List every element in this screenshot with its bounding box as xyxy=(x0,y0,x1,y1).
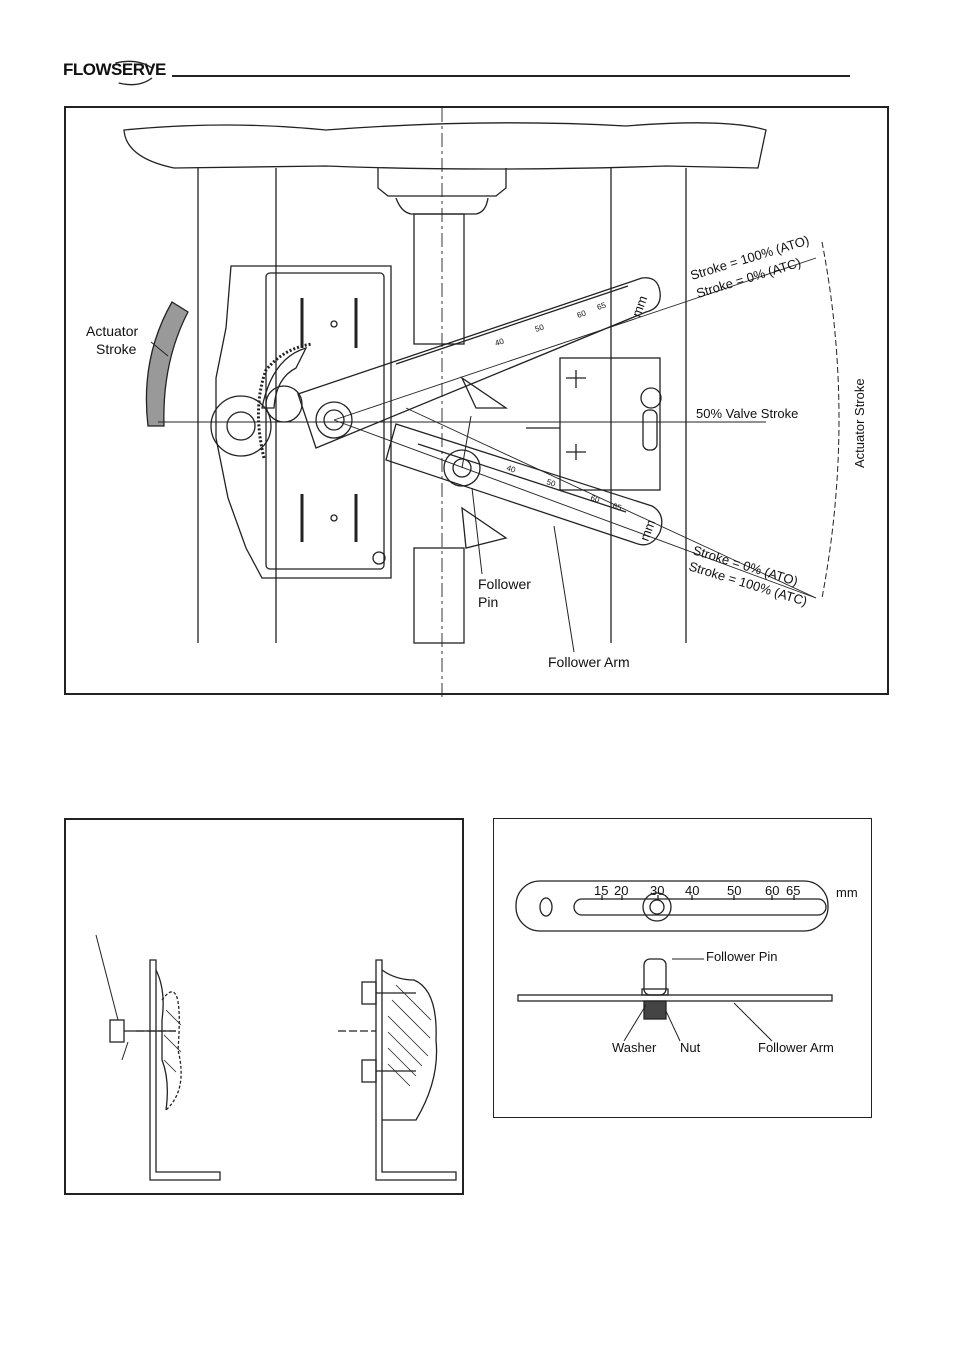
upper-scale-label: 65 xyxy=(596,300,608,311)
follower-arm-label: Follower Arm xyxy=(548,654,630,670)
mounting-bracket-panel xyxy=(64,818,464,1195)
follower-arm-diagram: 15 20 30 40 50 60 65 mm Follower Pin Was… xyxy=(515,880,858,1055)
lower-scale-label: 40 xyxy=(505,463,517,474)
washer-label: Washer xyxy=(612,1040,657,1055)
logo-swoosh-icon xyxy=(115,60,153,86)
lower-scale-label: 60 xyxy=(589,493,601,504)
scale-label: 60 xyxy=(765,883,779,898)
scale-label: 15 xyxy=(594,883,608,898)
follower-arm-panel: 15 20 30 40 50 60 65 mm Follower Pin Was… xyxy=(493,818,872,1118)
positioner-diagram-panel: 40 50 60 65 40 50 60 65 mm mm Actuator S… xyxy=(64,106,889,697)
follower-pin-label: Pin xyxy=(478,594,498,610)
nut-label: Nut xyxy=(680,1040,701,1055)
header-rule xyxy=(172,75,850,77)
brand-logo: FLOWSERVE xyxy=(63,60,166,80)
actuator-stroke-vertical-label: Actuator Stroke xyxy=(852,378,867,468)
upper-arm-scale: 40 50 60 65 xyxy=(494,300,608,347)
mm-label-lower: mm xyxy=(637,518,659,543)
scale-label: 50 xyxy=(727,883,741,898)
upper-scale-label: 50 xyxy=(534,322,546,333)
lower-scale-label: 50 xyxy=(545,477,557,488)
actuator-yoke-plate xyxy=(123,122,767,170)
follower-arm-scale: 15 20 30 40 50 60 65 mm xyxy=(594,883,858,900)
mm-label-upper: mm xyxy=(629,294,651,319)
follower-arm-label: Follower Arm xyxy=(758,1040,834,1055)
mounting-bracket-diagram xyxy=(95,934,457,1181)
scale-unit: mm xyxy=(836,885,858,900)
scale-label: 30 xyxy=(650,883,664,898)
lower-scale-label: 65 xyxy=(611,501,623,512)
lower-arm-scale: 40 50 60 65 xyxy=(505,463,623,512)
positioner-diagram: 40 50 60 65 40 50 60 65 mm mm Actuator S… xyxy=(86,108,867,697)
follower-pin-label: Follower Pin xyxy=(706,949,778,964)
scale-label: 20 xyxy=(614,883,628,898)
upper-scale-label: 60 xyxy=(576,308,588,319)
upper-scale-label: 40 xyxy=(494,336,506,347)
actuator-stroke-label: Actuator xyxy=(86,323,138,339)
scale-label: 40 xyxy=(685,883,699,898)
brand-name: FLOWSERVE xyxy=(63,60,166,79)
valve-stroke-50-label: 50% Valve Stroke xyxy=(696,406,798,421)
follower-pin-label: Follower xyxy=(478,576,531,592)
actuator-stroke-label: Stroke xyxy=(96,341,137,357)
scale-label: 65 xyxy=(786,883,800,898)
